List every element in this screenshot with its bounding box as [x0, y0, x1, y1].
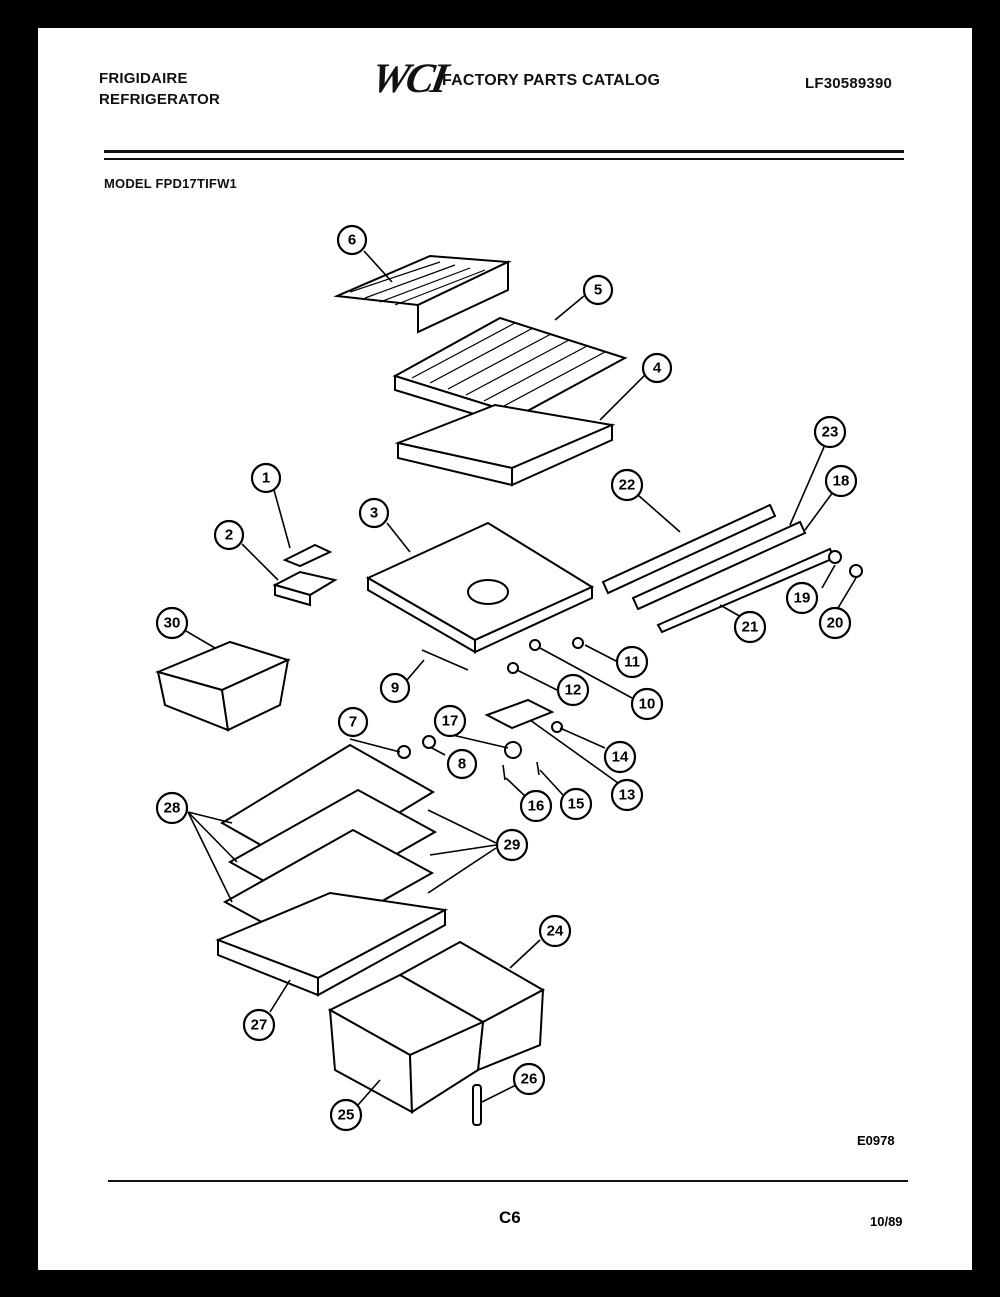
callout-29: 29	[495, 828, 529, 862]
callout-label: 2	[225, 527, 233, 544]
callout-18: 18	[824, 464, 858, 498]
callout-label: 30	[164, 615, 181, 632]
callout-label: 6	[348, 232, 356, 249]
callout-label: 20	[827, 615, 844, 632]
callout-8: 8	[446, 748, 478, 780]
callout-label: 9	[391, 680, 399, 697]
callout-label: 3	[370, 505, 378, 522]
callout-label: 29	[504, 837, 521, 854]
callout-label: 10	[639, 696, 656, 713]
part-27-frame	[215, 891, 449, 997]
part-19-20-fasteners	[828, 550, 863, 578]
leader-lines	[185, 250, 857, 1106]
part-9-to-17-hardware	[397, 637, 584, 781]
callout-label: 21	[742, 619, 759, 636]
callout-13: 13	[610, 778, 644, 812]
callout-2: 2	[213, 519, 245, 551]
callout-6: 6	[336, 224, 368, 256]
callout-label: 18	[833, 473, 850, 490]
callout-4: 4	[641, 352, 673, 384]
part-number: LF30589390	[805, 75, 893, 92]
callout-label: 16	[528, 798, 545, 815]
callout-25: 25	[329, 1098, 363, 1132]
appliance-type: REFRIGERATOR	[99, 91, 221, 108]
callout-10: 10	[630, 687, 664, 721]
callout-11: 11	[615, 645, 649, 679]
callout-19: 19	[785, 581, 819, 615]
callout-16: 16	[519, 789, 553, 823]
callout-label: 1	[262, 470, 270, 487]
callout-7: 7	[337, 706, 369, 738]
callout-28: 28	[155, 791, 189, 825]
callout-23: 23	[813, 415, 847, 449]
callout-3: 3	[358, 497, 390, 529]
footer-rule	[108, 1180, 908, 1182]
part-1-2-damper	[272, 543, 338, 607]
part-22-23-21-rails	[601, 503, 836, 634]
header-rule-thin	[104, 158, 904, 160]
callout-21: 21	[733, 610, 767, 644]
part-26-divider	[472, 1084, 482, 1126]
callout-label: 19	[794, 590, 811, 607]
callout-label: 23	[822, 424, 839, 441]
callout-27: 27	[242, 1008, 276, 1042]
callout-label: 15	[568, 796, 585, 813]
callout-label: 14	[612, 749, 629, 766]
page-number: C6	[499, 1208, 521, 1227]
callout-label: 4	[653, 360, 662, 377]
callout-9: 9	[379, 672, 411, 704]
brand-name: FRIGIDAIRE	[99, 70, 188, 87]
callout-1: 1	[250, 462, 282, 494]
part-4-panel	[394, 403, 616, 487]
callout-label: 5	[594, 282, 602, 299]
header-rule-thick	[104, 150, 904, 153]
callout-label: 25	[338, 1107, 355, 1124]
part-30-bin	[154, 640, 291, 732]
callout-22: 22	[610, 468, 644, 502]
callout-label: 22	[619, 477, 636, 494]
part-24-25-drawers	[327, 940, 546, 1114]
callout-label: 13	[619, 787, 636, 804]
callout-30: 30	[155, 606, 189, 640]
callout-label: 24	[547, 923, 564, 940]
callout-14: 14	[603, 740, 637, 774]
callout-15: 15	[559, 787, 593, 821]
callout-24: 24	[538, 914, 572, 948]
callout-17: 17	[433, 704, 467, 738]
part-3-cover	[365, 521, 595, 654]
model-number: MODEL FPD17TIFW1	[104, 176, 237, 191]
callout-label: 27	[251, 1017, 268, 1034]
callout-20: 20	[818, 606, 852, 640]
diagram-code: E0978	[857, 1133, 895, 1148]
catalog-date: 10/89	[870, 1214, 903, 1229]
callout-label: 28	[164, 800, 181, 817]
callout-label: 17	[442, 713, 459, 730]
callout-label: 26	[521, 1071, 538, 1088]
callout-label: 11	[624, 654, 640, 671]
paper-sheet	[38, 28, 972, 1270]
callout-label: 12	[565, 682, 582, 699]
part-6-basket	[333, 254, 512, 334]
catalog-title: FACTORY PARTS CATALOG	[442, 72, 661, 89]
callout-26: 26	[512, 1062, 546, 1096]
callout-12: 12	[556, 673, 590, 707]
callout-label: 8	[458, 756, 466, 773]
callout-label: 7	[349, 714, 357, 731]
callout-5: 5	[582, 274, 614, 306]
